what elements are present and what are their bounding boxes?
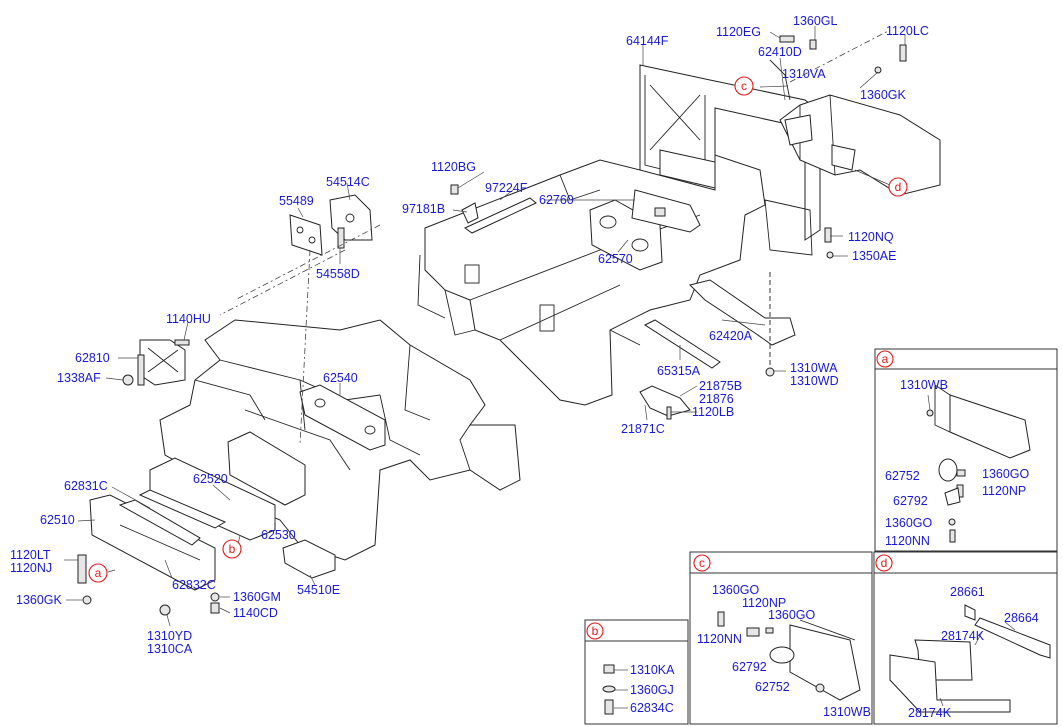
box-c-label-1310wb: 1310WB bbox=[823, 705, 871, 719]
part-label-1120eg: 1120EG bbox=[716, 25, 761, 39]
box-a-label-1120np: 1120NP bbox=[982, 484, 1026, 498]
part-label-97224f: 97224F bbox=[485, 181, 528, 195]
part-label-55489: 55489 bbox=[279, 194, 314, 208]
box-c-label-1360go: 1360GO bbox=[712, 583, 760, 597]
callout-d-box: d bbox=[875, 554, 893, 572]
callout-a-main-text: a bbox=[95, 566, 102, 580]
bar-65315a bbox=[643, 319, 721, 369]
front-panel-64144f bbox=[639, 59, 941, 256]
part-label-1310yd: 1310YD bbox=[147, 629, 192, 643]
box-a-label-1120nn: 1120NN bbox=[885, 534, 930, 548]
part-label-21876: 21876 bbox=[699, 392, 734, 406]
callout-b-main: b bbox=[222, 539, 242, 559]
box-c-label-62792: 62792 bbox=[732, 660, 767, 674]
box-b-label-1310ka: 1310KA bbox=[630, 663, 675, 677]
box-c-label-1120nn: 1120NN bbox=[697, 632, 742, 646]
callout-c-main-text: c bbox=[741, 79, 747, 93]
callout-c-box: c bbox=[693, 554, 711, 572]
box-a-label-62752: 62752 bbox=[885, 469, 920, 483]
box-c-label-62752: 62752 bbox=[755, 680, 790, 694]
part-label-21871c: 21871C bbox=[621, 422, 665, 436]
part-label-62540: 62540 bbox=[323, 371, 358, 385]
part-label-1338af: 1338AF bbox=[57, 371, 101, 385]
part-label-21875b: 21875B bbox=[699, 379, 742, 393]
part-label-1120nj: 1120NJ bbox=[10, 561, 52, 575]
callout-b-box-text: b bbox=[592, 624, 599, 638]
part-label-62520: 62520 bbox=[193, 472, 228, 486]
callout-b-main-text: b bbox=[229, 542, 236, 556]
part-label-1120bg: 1120BG bbox=[431, 160, 476, 174]
part-label-62760: 62760 bbox=[539, 193, 574, 207]
box-d-label-28174k-2: 28174K bbox=[908, 706, 952, 720]
crossmember-62570 bbox=[589, 189, 701, 271]
callout-d-main: d bbox=[888, 177, 908, 197]
callout-d-main-text: d bbox=[895, 180, 902, 194]
carrier-62810 bbox=[122, 339, 190, 386]
part-label-1360gk-top: 1360GK bbox=[860, 88, 907, 102]
part-label-62570: 62570 bbox=[598, 252, 633, 266]
box-c-label-1120np: 1120NP bbox=[742, 596, 786, 610]
detail-box-a bbox=[874, 348, 1058, 552]
part-label-1360gl: 1360GL bbox=[793, 14, 838, 28]
bracket-54510e bbox=[282, 539, 336, 579]
part-label-65315a: 65315A bbox=[657, 364, 701, 378]
part-label-62510: 62510 bbox=[40, 513, 75, 527]
part-label-62810: 62810 bbox=[75, 351, 110, 365]
detail-box-c bbox=[689, 551, 873, 725]
part-label-62420a: 62420A bbox=[709, 329, 753, 343]
box-c-label-1360go-2: 1360GO bbox=[768, 608, 816, 622]
detail-box-d bbox=[873, 551, 1058, 725]
part-label-1140cd: 1140CD bbox=[233, 606, 278, 620]
callout-b-box: b bbox=[586, 622, 604, 640]
part-label-1350ae: 1350AE bbox=[852, 249, 896, 263]
part-label-1360gk-left: 1360GK bbox=[16, 593, 63, 607]
brackets-55489-54514c bbox=[219, 194, 381, 446]
box-a-label-62792: 62792 bbox=[893, 494, 928, 508]
part-label-1310ca: 1310CA bbox=[147, 642, 193, 656]
part-label-54510e: 54510E bbox=[297, 583, 340, 597]
part-label-1120lc: 1120LC bbox=[886, 24, 929, 38]
fasteners-top bbox=[666, 35, 907, 420]
callout-a-box-text: a bbox=[882, 352, 889, 366]
part-label-1120nq: 1120NQ bbox=[848, 230, 894, 244]
box-a-label-1360go-2: 1360GO bbox=[885, 516, 933, 530]
callout-a-box: a bbox=[876, 350, 894, 368]
front-crossmember-62520 bbox=[77, 431, 306, 616]
part-label-1360gm: 1360GM bbox=[233, 590, 281, 604]
part-label-54558d: 54558D bbox=[316, 267, 360, 281]
bracket-21875b bbox=[639, 385, 691, 418]
box-a-label-1360go: 1360GO bbox=[982, 467, 1030, 481]
bar-97224f bbox=[450, 184, 537, 234]
box-d-label-28174k: 28174K bbox=[941, 629, 985, 643]
part-label-1310wd: 1310WD bbox=[790, 374, 839, 388]
part-label-1310wa: 1310WA bbox=[790, 361, 838, 375]
detail-box-b bbox=[584, 619, 689, 725]
part-label-62831c: 62831C bbox=[64, 479, 108, 493]
callout-a-main: a bbox=[88, 563, 108, 583]
box-b-label-62834c: 62834C bbox=[630, 701, 674, 715]
part-label-1140hu: 1140HU bbox=[166, 312, 211, 326]
part-label-1310va: 1310VA bbox=[782, 67, 826, 81]
crossmember-62540 bbox=[299, 384, 386, 451]
box-b-label-1360gj: 1360GJ bbox=[630, 683, 674, 697]
part-label-1120lb: 1120LB bbox=[692, 405, 734, 419]
part-label-64144f: 64144F bbox=[626, 34, 669, 48]
part-label-1120lt: 1120LT bbox=[10, 548, 51, 562]
callout-d-box-text: d bbox=[881, 556, 888, 570]
box-d-label-28664: 28664 bbox=[1004, 611, 1039, 625]
part-label-97181b: 97181B bbox=[402, 202, 445, 216]
leader-lines bbox=[64, 26, 906, 627]
part-label-62410d: 62410D bbox=[758, 45, 802, 59]
part-label-54514c: 54514C bbox=[326, 175, 370, 189]
bar-62420a bbox=[689, 272, 796, 377]
part-label-62832c: 62832C bbox=[172, 578, 216, 592]
callout-c-main: c bbox=[734, 76, 754, 96]
callout-c-box-text: c bbox=[699, 556, 705, 570]
box-a-label-1310wb: 1310WB bbox=[900, 378, 948, 392]
box-d-label-28661: 28661 bbox=[950, 585, 985, 599]
part-labels: 64144F 1120EG 1360GL 1120LC 62410D 1310V… bbox=[10, 14, 1039, 720]
part-label-62530: 62530 bbox=[261, 528, 296, 542]
